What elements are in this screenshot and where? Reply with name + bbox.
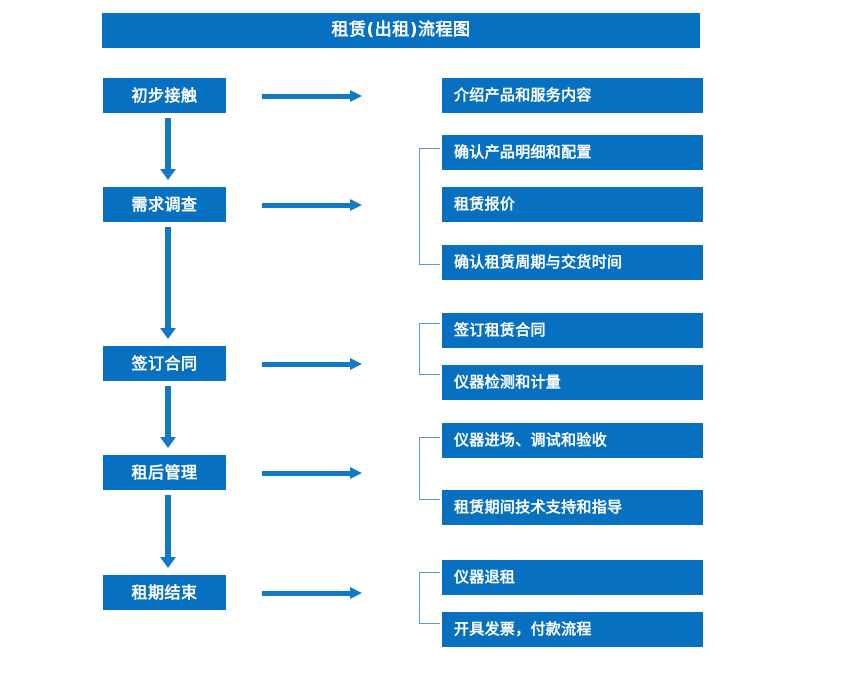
down-arrow-icon: [160, 118, 176, 180]
detail-label: 租赁期间技术支持和指导: [454, 498, 623, 516]
stage-box-qianding-hetong[interactable]: 签订合同: [103, 346, 226, 381]
stage-label: 初步接触: [131, 85, 198, 105]
right-arrow-icon: [262, 197, 362, 213]
stage-box-zuqi-jieshu[interactable]: 租期结束: [103, 575, 226, 610]
arrow-shaft: [262, 471, 352, 476]
arrow-shaft: [165, 227, 171, 328]
stage-label: 租期结束: [131, 582, 198, 602]
detail-label: 确认租赁周期与交货时间: [454, 253, 623, 271]
detail-box-zulin-baojia[interactable]: 租赁报价: [442, 187, 703, 222]
arrow-head: [350, 199, 362, 211]
detail-box-zulin-qijian-zhichi[interactable]: 租赁期间技术支持和指导: [442, 490, 703, 525]
down-arrow-icon: [160, 227, 176, 339]
arrow-head: [350, 587, 362, 599]
group-bracket-contract: [419, 323, 440, 375]
down-arrow-icon: [160, 495, 176, 568]
stage-label: 租后管理: [131, 462, 198, 482]
arrow-head: [160, 557, 176, 568]
arrow-head: [160, 437, 176, 448]
detail-label: 签订租赁合同: [454, 321, 546, 339]
arrow-shaft: [165, 386, 171, 437]
arrow-shaft: [165, 118, 171, 169]
arrow-head: [350, 358, 362, 370]
group-bracket-requirements: [419, 148, 440, 265]
arrow-shaft: [262, 203, 352, 208]
detail-box-kaiju-fapiao[interactable]: 开具发票，付款流程: [442, 612, 703, 647]
detail-box-queren-zulin-zhouqi[interactable]: 确认租赁周期与交货时间: [442, 245, 703, 280]
arrow-head: [350, 467, 362, 479]
arrow-head: [160, 328, 176, 339]
right-arrow-icon: [262, 465, 362, 481]
detail-label: 仪器退租: [454, 568, 516, 586]
stage-box-zuhou-guanli[interactable]: 租后管理: [103, 455, 226, 490]
arrow-shaft: [262, 94, 352, 99]
detail-label: 租赁报价: [454, 195, 516, 213]
group-bracket-management: [419, 437, 440, 500]
detail-box-jieshao-chanpin[interactable]: 介绍产品和服务内容: [442, 78, 703, 113]
down-arrow-icon: [160, 386, 176, 448]
page-title: 租赁(出租)流程图: [331, 20, 471, 40]
detail-label: 介绍产品和服务内容: [454, 86, 592, 104]
arrow-shaft: [165, 495, 171, 557]
detail-label: 开具发票，付款流程: [454, 620, 592, 638]
arrow-head: [350, 90, 362, 102]
arrow-head: [160, 169, 176, 180]
right-arrow-icon: [262, 356, 362, 372]
right-arrow-icon: [262, 585, 362, 601]
detail-box-queren-chanpin-mingxi[interactable]: 确认产品明细和配置: [442, 135, 703, 170]
chart-title-bar: 租赁(出租)流程图: [102, 13, 700, 48]
stage-label: 签订合同: [131, 353, 198, 373]
detail-box-yiqi-jiance-jiliang[interactable]: 仪器检测和计量: [442, 365, 703, 400]
arrow-shaft: [262, 362, 352, 367]
detail-box-yiqi-tuizu[interactable]: 仪器退租: [442, 560, 703, 595]
detail-label: 确认产品明细和配置: [454, 143, 592, 161]
stage-box-chubu-jiechu[interactable]: 初步接触: [103, 78, 226, 113]
detail-label: 仪器进场、调试和验收: [454, 431, 608, 449]
detail-box-yiqi-jinchang-tiaoshi[interactable]: 仪器进场、调试和验收: [442, 423, 703, 458]
stage-label: 需求调查: [131, 194, 198, 214]
group-bracket-closing: [419, 572, 440, 624]
detail-label: 仪器检测和计量: [454, 373, 562, 391]
arrow-shaft: [262, 591, 352, 596]
right-arrow-icon: [262, 88, 362, 104]
detail-box-qianding-zulin-hetong[interactable]: 签订租赁合同: [442, 313, 703, 348]
stage-box-xuqiu-diaocha[interactable]: 需求调查: [103, 187, 226, 222]
